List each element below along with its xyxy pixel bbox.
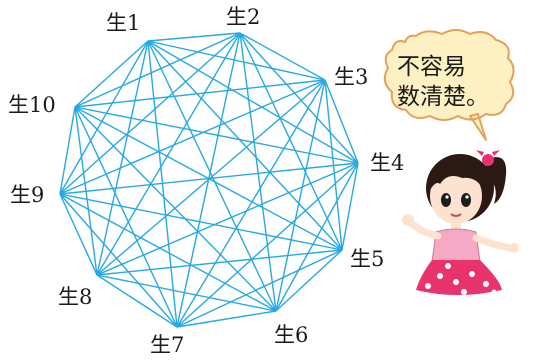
edge-3-10	[74, 79, 326, 108]
edge-1-3	[147, 40, 326, 81]
speech-bubble: 不容易 数清楚。	[383, 29, 515, 141]
vertex-label-5: 生5	[350, 247, 384, 271]
edge-6-8	[96, 274, 277, 312]
edge-5-8	[96, 249, 343, 276]
speech-bubble-line2: 数清楚。	[397, 84, 489, 110]
edge-7-8	[96, 274, 178, 328]
vertex-label-10: 生10	[8, 93, 56, 117]
edge-1-5	[147, 40, 343, 251]
edge-6-9	[59, 193, 277, 312]
edge-2-6	[239, 32, 277, 312]
vertex-label-3: 生3	[334, 65, 368, 89]
vertex-label-7: 生7	[150, 333, 184, 357]
vertex-labels-group: 生1 生2 生3 生4 生5 生6 生7 生8 生9 生10	[8, 5, 404, 357]
edge-5-9	[59, 193, 343, 251]
edge-6-7	[176, 310, 277, 328]
edge-4-8	[96, 162, 359, 276]
vertex-label-2: 生2	[226, 5, 260, 29]
edge-5-7	[176, 249, 343, 328]
edge-3-6	[275, 79, 326, 312]
edge-8-9	[59, 193, 98, 276]
girl-pointing-icon	[402, 150, 519, 295]
edge-5-6	[275, 249, 343, 312]
edge-2-8	[96, 32, 241, 276]
edge-1-10	[74, 40, 149, 108]
edge-2-10	[74, 32, 241, 108]
edge-4-5	[341, 162, 359, 251]
edge-8-10	[74, 106, 98, 276]
edge-7-9	[59, 193, 178, 328]
edge-2-3	[239, 32, 326, 81]
vertex-label-9: 生9	[10, 183, 44, 207]
speech-bubble-line1: 不容易	[397, 54, 466, 80]
edge-2-5	[239, 32, 343, 251]
edge-3-7	[176, 79, 326, 328]
edge-2-4	[239, 32, 359, 164]
vertex-label-8: 生8	[58, 285, 92, 309]
edge-3-8	[96, 79, 326, 276]
edge-4-10	[74, 106, 359, 164]
vertex-label-4: 生4	[370, 151, 404, 175]
vertex-label-6: 生6	[274, 323, 308, 347]
edge-3-4	[324, 79, 359, 164]
edge-1-8	[96, 40, 149, 276]
edges-group	[59, 32, 359, 328]
edge-1-2	[147, 32, 241, 42]
edge-6-10	[74, 106, 277, 312]
edge-5-10	[74, 106, 343, 251]
vertex-label-1: 生1	[106, 11, 140, 35]
edge-7-10	[74, 106, 178, 328]
speech-bubble-shape	[383, 29, 515, 141]
edge-4-7	[176, 162, 359, 328]
edge-1-4	[147, 40, 359, 164]
edge-2-9	[59, 32, 241, 195]
edge-1-9	[59, 40, 149, 195]
edge-9-10	[59, 106, 76, 195]
edge-3-9	[59, 79, 326, 195]
